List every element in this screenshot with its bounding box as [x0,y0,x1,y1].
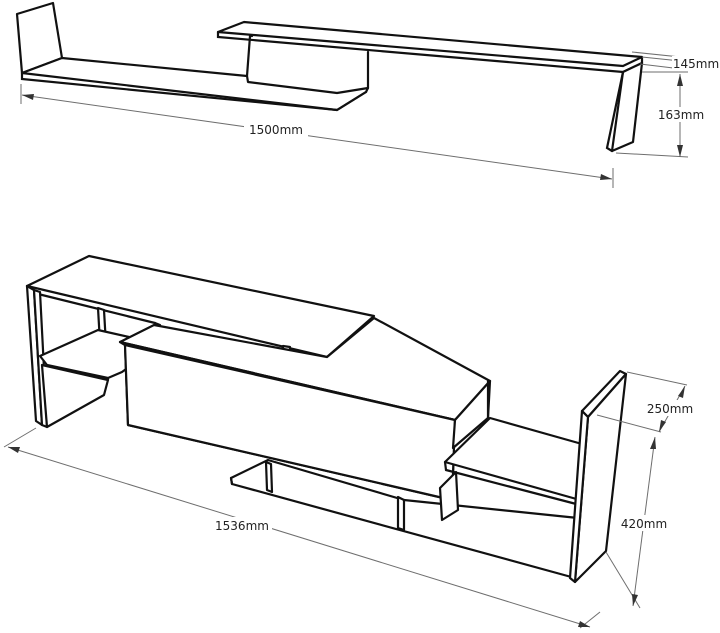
wall-shelf-height-label: 163mm [658,108,704,122]
tv-unit-width-dimension-line [7,446,591,628]
arrow-icon [659,420,666,432]
tv-unit-lower-divider-left [264,460,274,494]
tv-unit-right-end-panel-side [568,409,590,584]
arrow-icon [632,594,638,606]
arrow-icon [22,94,34,100]
tv-unit-depth-label: 250mm [647,402,693,416]
wall-shelf-lower-board-front-edge [20,71,368,112]
arrow-icon [578,621,590,627]
wall-shelf-right-support-inner [605,70,625,153]
wall-shelf-width-dimension-line [21,94,613,180]
wall-shelf-step-riser [245,34,254,78]
tv-unit-dimensions: 1536mm 250mm 420mm [3,371,698,629]
tv-unit-lower-divider-right [438,470,460,522]
arrow-icon [8,447,20,453]
tv-unit-left-lower-panel [40,363,110,429]
tv-unit-width-label: 1536mm [215,519,269,533]
tv-unit [25,254,628,584]
arrow-icon [600,174,612,180]
wall-shelf-upper-board [216,20,644,68]
arrow-icon [677,74,683,86]
wall-shelf-dimensions: 1500mm 145mm 163mm [20,51,719,188]
arrow-icon [677,145,683,157]
tv-unit-lower-divider-center [396,495,406,532]
tv-unit-height-label: 420mm [621,517,667,531]
tv-unit-left-top-board [25,254,376,359]
wall-shelf-depth-label: 145mm [673,57,719,71]
arrow-icon [678,386,685,398]
wall-shelf [15,1,644,153]
wall-shelf-width-label: 1500mm [249,123,303,137]
wall-shelf-right-support [610,61,644,153]
arrow-icon [650,437,656,449]
